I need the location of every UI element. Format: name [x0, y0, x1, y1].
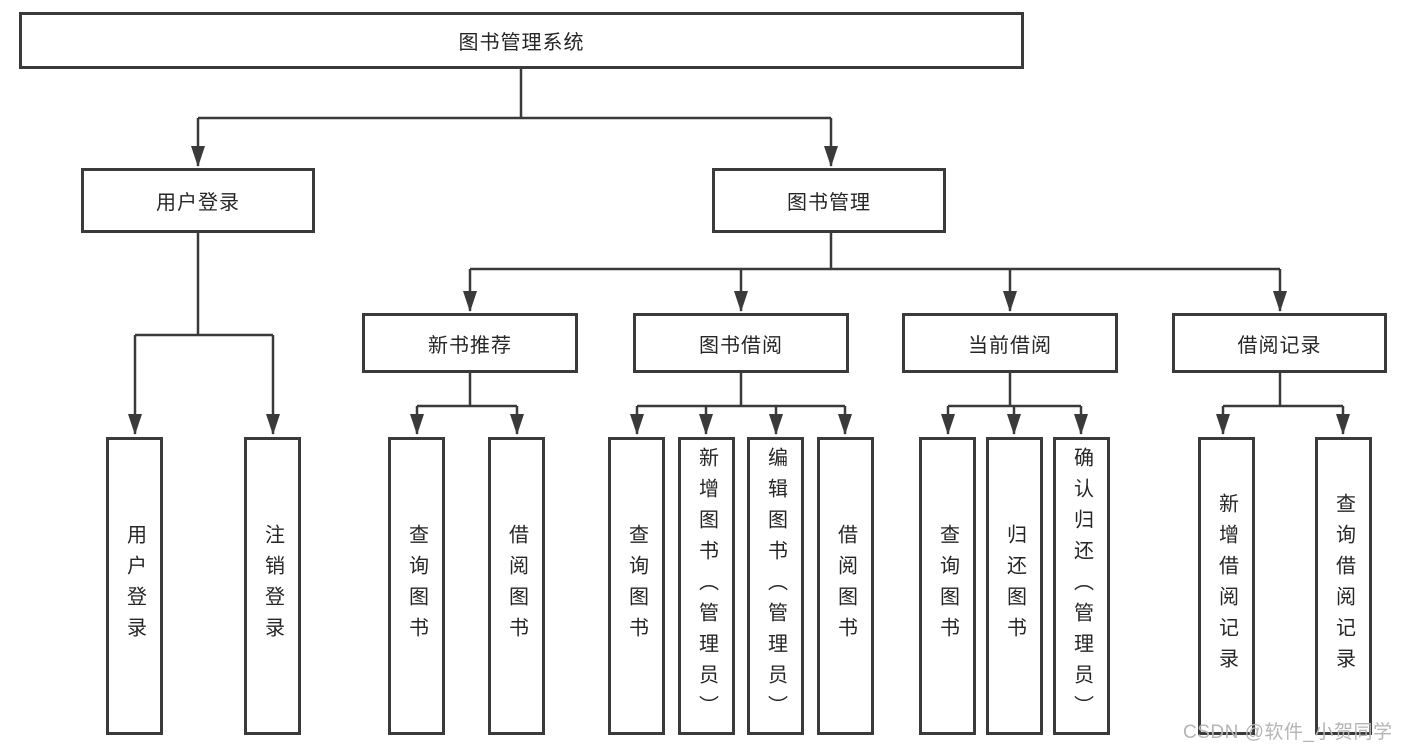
leaf-label: 查询图书: [936, 524, 959, 648]
leaf-label: 确认归还（管理员）: [1070, 446, 1093, 726]
leaf-label: 新增借阅记录: [1215, 493, 1238, 679]
leaf-label: 借阅图书: [834, 524, 857, 648]
node-new-book-recommend: 新书推荐: [362, 313, 578, 373]
leaf-confirm-return-admin: 确认归还（管理员）: [1053, 437, 1110, 735]
leaf-label: 归还图书: [1003, 524, 1026, 648]
leaf-query-borrow-record: 查询借阅记录: [1315, 437, 1372, 735]
leaf-label: 注销登录: [261, 524, 284, 648]
leaf-add-books-admin: 新增图书（管理员）: [678, 437, 735, 735]
connector-root-to-level2: [191, 69, 838, 167]
node-label: 图书管理系统: [458, 32, 585, 54]
leaf-query-books-current: 查询图书: [919, 437, 976, 735]
node-current-borrow: 当前借阅: [902, 313, 1118, 373]
node-borrow-records: 借阅记录: [1172, 313, 1387, 373]
node-book-borrow: 图书借阅: [633, 313, 849, 373]
leaf-user-login: 用户登录: [106, 437, 163, 735]
node-label: 图书管理: [787, 192, 871, 214]
leaf-borrow-books: 借阅图书: [817, 437, 874, 735]
leaf-label: 查询借阅记录: [1332, 493, 1355, 679]
csdn-watermark: CSDN @软件_小贺同学: [1183, 722, 1393, 743]
node-label: 当前借阅: [968, 334, 1052, 357]
leaf-label: 查询图书: [405, 524, 428, 648]
leaf-label: 编辑图书（管理员）: [764, 446, 787, 726]
connector-new-book-children: [410, 373, 524, 435]
node-label: 新书推荐: [428, 334, 512, 357]
leaf-query-books-borrow: 查询图书: [608, 437, 665, 735]
connector-current-borrow-children: [941, 373, 1088, 435]
connector-user-login-children: [128, 233, 280, 435]
node-user-login: 用户登录: [81, 168, 315, 233]
leaf-return-books: 归还图书: [986, 437, 1043, 735]
node-label: 用户登录: [156, 192, 240, 214]
leaf-edit-books-admin: 编辑图书（管理员）: [747, 437, 804, 735]
connector-book-management-children: [463, 233, 1287, 312]
leaf-label: 用户登录: [123, 524, 146, 648]
leaf-borrow-books-recommend: 借阅图书: [488, 437, 545, 735]
connector-borrow-records-children: [1216, 373, 1350, 435]
leaf-label: 新增图书（管理员）: [695, 446, 718, 726]
node-label: 借阅记录: [1237, 334, 1322, 357]
node-book-management: 图书管理: [712, 168, 946, 233]
leaf-add-borrow-record: 新增借阅记录: [1198, 437, 1255, 735]
leaf-logout: 注销登录: [244, 437, 301, 735]
leaf-query-books-recommend: 查询图书: [388, 437, 445, 735]
node-label: 图书借阅: [699, 334, 783, 357]
connector-book-borrow-children: [630, 373, 852, 435]
node-root-library-system: 图书管理系统: [19, 12, 1024, 69]
leaf-label: 查询图书: [625, 524, 648, 648]
leaf-label: 借阅图书: [505, 524, 528, 648]
